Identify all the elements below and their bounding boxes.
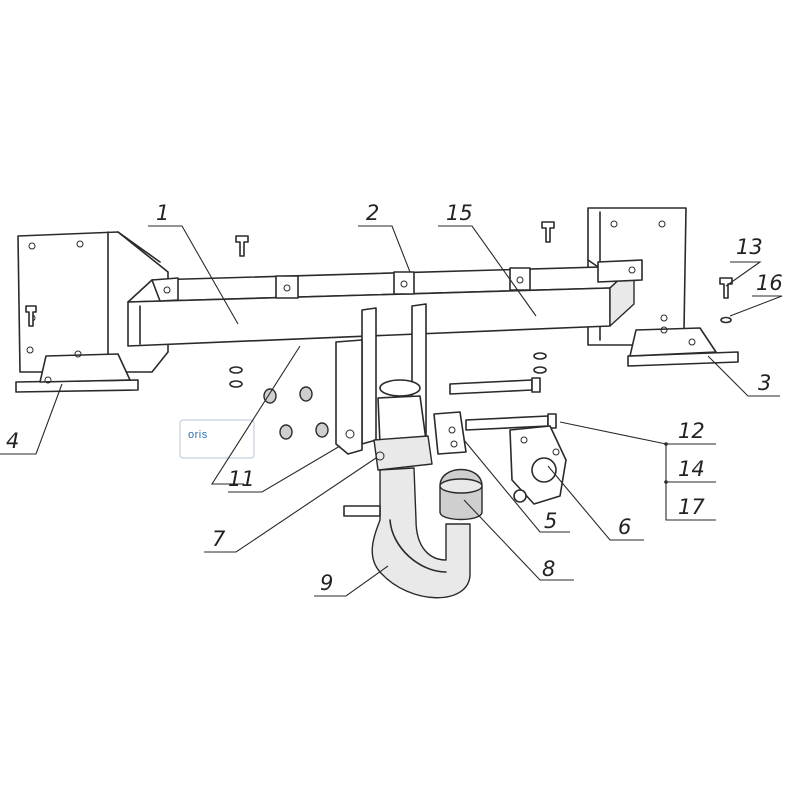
callout-labels: 1 2 3 4 5 6 7 8 9 11 12 13 14 15 16 17	[6, 201, 783, 595]
callout-13: 13	[736, 235, 763, 259]
nuts-washers	[229, 316, 732, 440]
main-cross-beam	[127, 265, 635, 347]
callout-15: 15	[446, 201, 473, 225]
callout-8: 8	[542, 557, 555, 581]
callout-11: 11	[228, 467, 255, 491]
callout-9: 9	[320, 571, 333, 595]
logo-text: oris	[188, 429, 208, 441]
left-foot-plate	[15, 350, 139, 393]
callout-2: 2	[366, 201, 379, 225]
callout-17: 17	[678, 495, 705, 519]
socket-plate	[509, 425, 567, 505]
callout-4: 4	[6, 429, 19, 453]
callout-5: 5	[544, 509, 557, 533]
callout-1: 1	[156, 201, 169, 225]
side-plate	[433, 411, 467, 455]
callout-14: 14	[678, 457, 705, 481]
callout-3: 3	[758, 371, 771, 395]
oris-logo-badge: oris	[179, 419, 255, 459]
callout-12: 12	[678, 419, 705, 443]
right-foot-plate	[627, 326, 739, 367]
leader-lines	[0, 225, 783, 597]
beam-clamps	[151, 259, 643, 302]
callout-7: 7	[212, 527, 226, 551]
lock-mechanism	[373, 379, 433, 471]
top-bolts	[25, 221, 733, 327]
tow-ball-neck	[343, 467, 471, 599]
ball-cover-cap	[439, 468, 483, 521]
callout-6: 6	[618, 515, 631, 539]
callout-16: 16	[756, 271, 783, 295]
long-bolts	[449, 377, 557, 431]
